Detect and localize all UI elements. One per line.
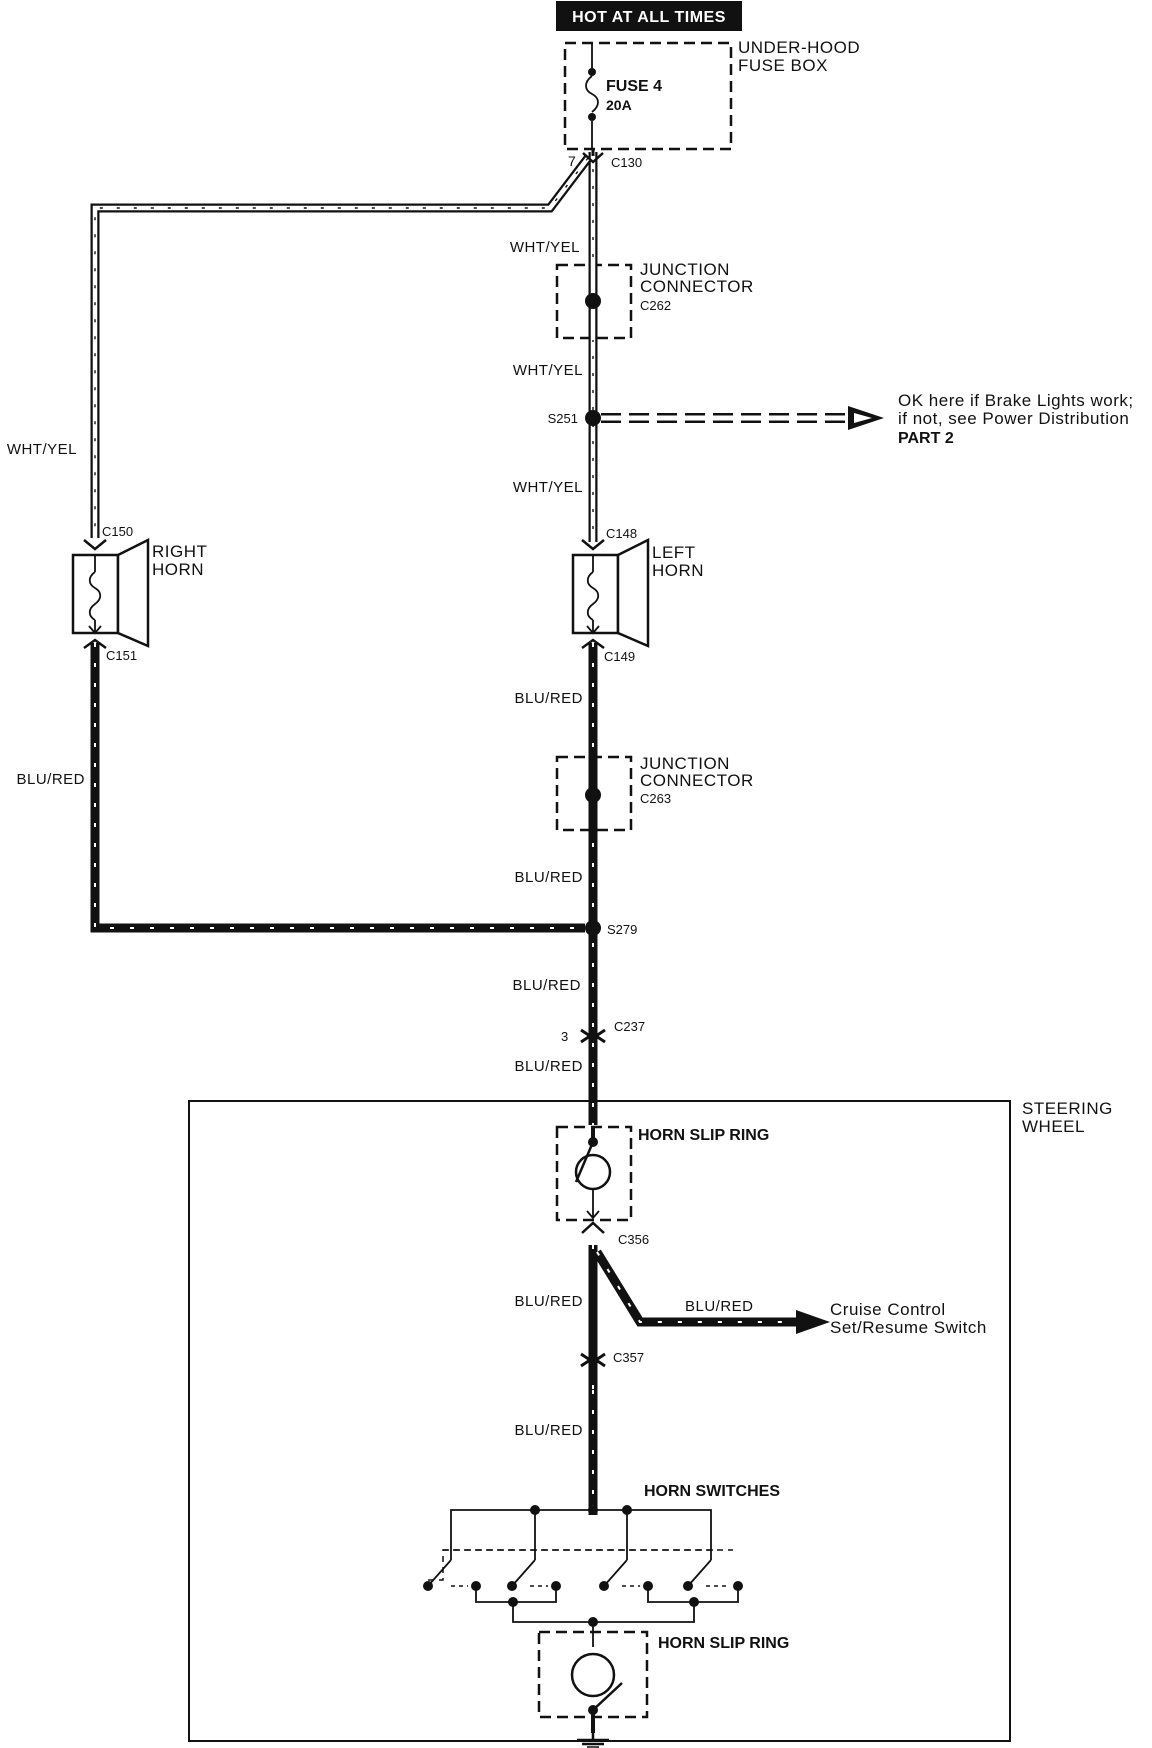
horn-slip-ring-bottom-label: HORN SLIP RING: [658, 1635, 789, 1652]
c151-label: C151: [106, 648, 137, 663]
c263-label: C263: [640, 791, 671, 806]
hot-at-all-times-banner: HOT AT ALL TIMES: [556, 1, 742, 31]
wire-label-blu-red-1: BLU/RED: [514, 690, 583, 707]
c237-pin: 3: [561, 1029, 568, 1044]
horn-slip-ring-bottom: HORN SLIP RING: [537, 1630, 789, 1733]
connector-c130: 7 C130: [568, 152, 642, 170]
c130-pin: 7: [568, 153, 576, 169]
wire-label-wht-yel-1: WHT/YEL: [510, 239, 580, 256]
splice-s279: S279: [585, 920, 637, 937]
wire-label-blu-red-2: BLU/RED: [514, 869, 583, 886]
brake-note-line3: PART 2: [898, 430, 954, 447]
wire-label-blu-red-branch: BLU/RED: [685, 1298, 754, 1315]
wire-label-blu-red-3: BLU/RED: [512, 977, 581, 994]
c150-label: C150: [102, 524, 133, 539]
blu-red-wires: [90, 643, 830, 1515]
junction-connector-c262: JUNCTION CONNECTOR C262: [555, 260, 754, 340]
junction-connector-c263: JUNCTION CONNECTOR C263: [555, 754, 754, 832]
s251-label: S251: [548, 411, 578, 426]
horn-switches: HORN SWITCHES: [423, 1483, 780, 1640]
cruise-control-destination: Cruise Control Set/Resume Switch: [830, 1300, 987, 1337]
c263-line1: JUNCTION: [640, 754, 730, 773]
right-horn-line2: HORN: [152, 560, 204, 579]
right-horn-line1: RIGHT: [152, 542, 207, 561]
c130-label: C130: [611, 155, 642, 170]
wire-label-blu-red-4: BLU/RED: [514, 1058, 583, 1075]
brake-lights-note: OK here if Brake Lights work; if not, se…: [898, 391, 1134, 447]
under-hood-fuse-box: UNDER-HOOD FUSE BOX FUSE 4 20A: [563, 38, 860, 151]
wire-label-blu-red-5: BLU/RED: [514, 1293, 583, 1310]
connector-c237: 3 C237: [561, 1019, 645, 1044]
wht-yel-wires: [90, 152, 598, 542]
c237-label: C237: [614, 1019, 645, 1034]
wire-label-wht-yel-left: WHT/YEL: [7, 441, 77, 458]
cruise-control-line1: Cruise Control: [830, 1300, 946, 1319]
c357-label: C357: [613, 1350, 644, 1365]
connector-c357: C357: [580, 1350, 644, 1368]
left-horn-line1: LEFT: [652, 543, 696, 562]
cruise-control-line2: Set/Resume Switch: [830, 1318, 987, 1337]
wire-label-wht-yel-2: WHT/YEL: [513, 362, 583, 379]
connector-c356: C356: [581, 1221, 649, 1247]
ground-icon: [577, 1733, 609, 1748]
c149-label: C149: [604, 649, 635, 664]
header-label: HOT AT ALL TIMES: [572, 9, 726, 26]
horn-switches-label: HORN SWITCHES: [644, 1483, 780, 1500]
left-horn-line2: HORN: [652, 561, 704, 580]
right-horn: C150 C151 RIGHT HORN: [71, 524, 207, 663]
fuse-box-title-1: UNDER-HOOD: [738, 38, 860, 57]
fuse-rating: 20A: [606, 97, 632, 113]
brake-note-line1: OK here if Brake Lights work;: [898, 391, 1134, 410]
c262-line1: JUNCTION: [640, 260, 730, 279]
steering-wheel-line1: STEERING: [1022, 1099, 1113, 1118]
fuse-name: FUSE 4: [606, 78, 662, 95]
brake-note-line2: if not, see Power Distribution: [898, 409, 1129, 428]
horn-slip-ring-top-label: HORN SLIP RING: [638, 1127, 769, 1144]
c148-label: C148: [606, 526, 637, 541]
steering-wheel-line2: WHEEL: [1022, 1117, 1085, 1136]
horn-slip-ring-top: HORN SLIP RING: [555, 1125, 769, 1222]
steering-wheel: STEERING WHEEL: [188, 1099, 1113, 1742]
wire-label-blu-red-6: BLU/RED: [514, 1422, 583, 1439]
splice-s251: S251: [548, 406, 884, 430]
left-horn: C148 C149 LEFT HORN: [571, 526, 704, 664]
c262-label: C262: [640, 298, 671, 313]
s279-label: S279: [607, 922, 637, 937]
c262-line2: CONNECTOR: [640, 277, 754, 296]
c356-label: C356: [618, 1232, 649, 1247]
wire-label-wht-yel-3: WHT/YEL: [513, 479, 583, 496]
c263-line2: CONNECTOR: [640, 771, 754, 790]
wire-label-blu-red-left: BLU/RED: [16, 771, 85, 788]
fuse-box-title-2: FUSE BOX: [738, 56, 828, 75]
